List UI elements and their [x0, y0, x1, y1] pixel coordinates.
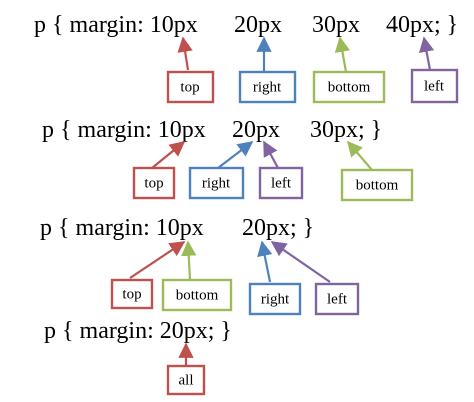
label-box-left [314, 282, 360, 316]
arrow-top [129, 241, 186, 279]
code-segment: 40px; } [386, 12, 458, 38]
code-segment: 20px [234, 12, 282, 38]
label-box-all [166, 364, 206, 396]
arrow-left [263, 140, 279, 169]
arrow-left [418, 36, 435, 71]
label-box-left [258, 166, 304, 200]
arrow-right [217, 141, 254, 169]
label-box-top [110, 278, 154, 310]
arrow-left [270, 241, 331, 283]
label-box-bottom [312, 70, 386, 104]
arrow-right [257, 240, 273, 283]
label-box-bottom [161, 278, 233, 312]
arrow-bottom [346, 140, 373, 171]
example-one-value: p { margin: 20px; } all [44, 318, 232, 396]
label-left: left [424, 78, 445, 94]
label-bottom: bottom [176, 287, 219, 303]
label-top: top [122, 286, 141, 302]
example-four-values: p { margin: 10px 20px 30px 40px; } top r… [34, 12, 459, 104]
label-box-left [410, 68, 459, 104]
label-bottom: bottom [328, 79, 371, 95]
label-left: left [271, 175, 292, 191]
arrow-top [151, 141, 186, 169]
code-segment: p { margin: 10px [42, 117, 206, 143]
code-segment: 20px; } [242, 215, 314, 241]
label-bottom: bottom [356, 177, 399, 193]
code-segment: p { margin: 10px [34, 12, 198, 38]
label-top: top [144, 175, 163, 191]
label-box-top [132, 166, 176, 200]
label-right: right [261, 291, 290, 307]
code-segment: 30px [312, 12, 360, 38]
example-three-values: p { margin: 10px 20px 30px; } top right … [42, 117, 414, 202]
arrow-bottom [334, 36, 350, 73]
example-two-values: p { margin: 10px 20px; } top bottom righ… [40, 215, 360, 316]
code-segment: 30px; } [310, 117, 382, 143]
code-segment: p { margin: 20px; } [44, 318, 232, 344]
label-right: right [202, 175, 231, 191]
arrow-bottom [181, 240, 197, 281]
label-box-right [188, 166, 245, 200]
arrow-top [177, 36, 193, 71]
label-box-right [248, 282, 302, 316]
label-box-right [238, 70, 297, 104]
label-box-bottom [340, 168, 414, 202]
label-box-top [166, 70, 215, 104]
code-segment: p { margin: 10px [40, 215, 204, 241]
label-all: all [179, 372, 194, 388]
label-left: left [327, 291, 348, 307]
label-right: right [253, 79, 282, 95]
label-top: top [180, 79, 199, 95]
code-segment: 20px [232, 117, 280, 143]
